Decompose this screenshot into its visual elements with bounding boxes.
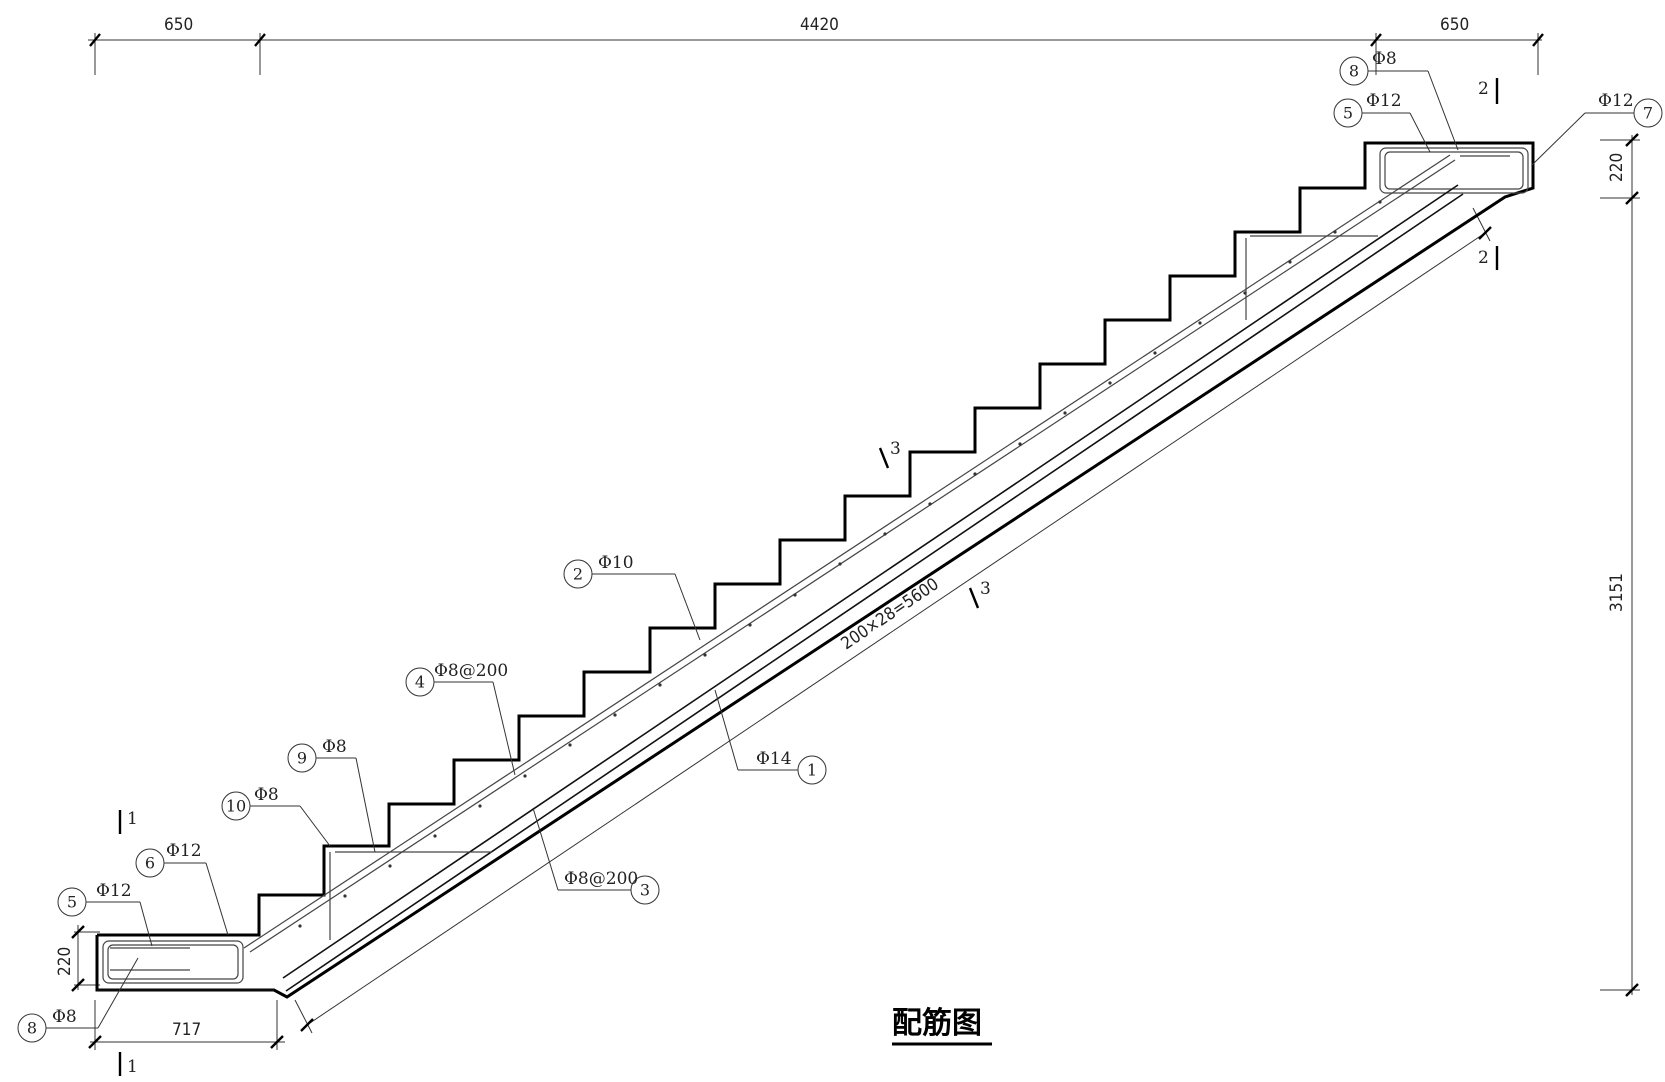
callout-4: 4 Φ8@200 [405,661,516,776]
callout-7: 7 Φ12 [1531,91,1663,166]
callout-5-left: 5 Φ12 [57,881,153,947]
dim-top-left: 650 [164,15,193,35]
callout-1: 1 Φ14 [714,689,827,785]
callout-3-spec: Φ8@200 [564,869,638,889]
svg-text:6: 6 [145,854,155,873]
rebar-group [102,147,1529,984]
drawing-title: 配筋图 [892,1006,992,1046]
svg-text:1: 1 [807,761,817,780]
callout-7-spec: Φ12 [1598,91,1634,111]
callout-3: 3 Φ8@200 [532,807,660,905]
dim-bottom-landing: 717 [172,1020,201,1040]
svg-text:5: 5 [1343,104,1353,123]
dim-top-middle: 4420 [800,15,839,35]
distribution-bars [298,200,1382,928]
callout-10-spec: Φ8 [254,785,279,805]
callout-8-left-spec: Φ8 [52,1007,77,1027]
callout-9: 9 Φ8 [287,737,376,853]
dim-right-slab: 220 [1607,153,1627,182]
callouts: 1 Φ14 2 Φ10 3 Φ8@200 4 Φ8@200 [17,49,1663,1043]
section-3-b: 3 [980,579,991,599]
svg-text:9: 9 [297,749,307,768]
dim-slope: 200×28=5600 [838,574,943,654]
section-marks: 1 1 2 2 3 3 [118,78,1499,1077]
svg-text:2: 2 [573,565,583,584]
title-text: 配筋图 [892,1006,982,1041]
callout-2: 2 Φ10 [563,553,701,641]
section-1-bottom: 1 [127,1057,138,1077]
svg-text:8: 8 [1349,62,1359,81]
top-dimension: 650 4420 650 [88,15,1544,75]
svg-text:3: 3 [640,881,650,900]
callout-8-right-spec: Φ8 [1372,49,1397,69]
callout-8-right: 8 Φ8 [1339,49,1459,151]
callout-9-spec: Φ8 [322,737,347,757]
callout-10: 10 Φ8 [221,785,331,847]
callout-8-left: 8 Φ8 [17,957,139,1043]
callout-5-left-spec: Φ12 [96,881,132,901]
callout-1-spec: Φ14 [756,749,792,769]
svg-text:4: 4 [415,673,425,692]
bottom-dimension: 717 [88,1000,285,1050]
section-3-a: 3 [890,439,901,459]
callout-4-spec: Φ8@200 [434,661,508,681]
section-2-top: 2 [1478,79,1489,99]
callout-2-spec: Φ10 [598,553,634,573]
left-dimension: 220 [55,925,100,992]
svg-text:7: 7 [1643,104,1653,123]
stair-concrete-outline [95,141,1535,999]
svg-text:8: 8 [27,1019,37,1038]
callout-5-right-spec: Φ12 [1366,91,1402,111]
right-dimension: 220 3151 [1600,133,1640,997]
slope-dimension: 200×28=5600 [294,207,1492,1034]
section-2-bottom: 2 [1478,248,1489,268]
svg-text:10: 10 [226,797,246,816]
section-1-top: 1 [127,809,138,829]
callout-6: 6 Φ12 [135,841,229,936]
dim-top-right: 650 [1440,15,1469,35]
callout-6-spec: Φ12 [166,841,202,861]
dim-right-height: 3151 [1607,573,1627,612]
dim-left-slab: 220 [55,947,75,976]
callout-5-right: 5 Φ12 [1333,91,1431,153]
svg-text:5: 5 [67,893,77,912]
